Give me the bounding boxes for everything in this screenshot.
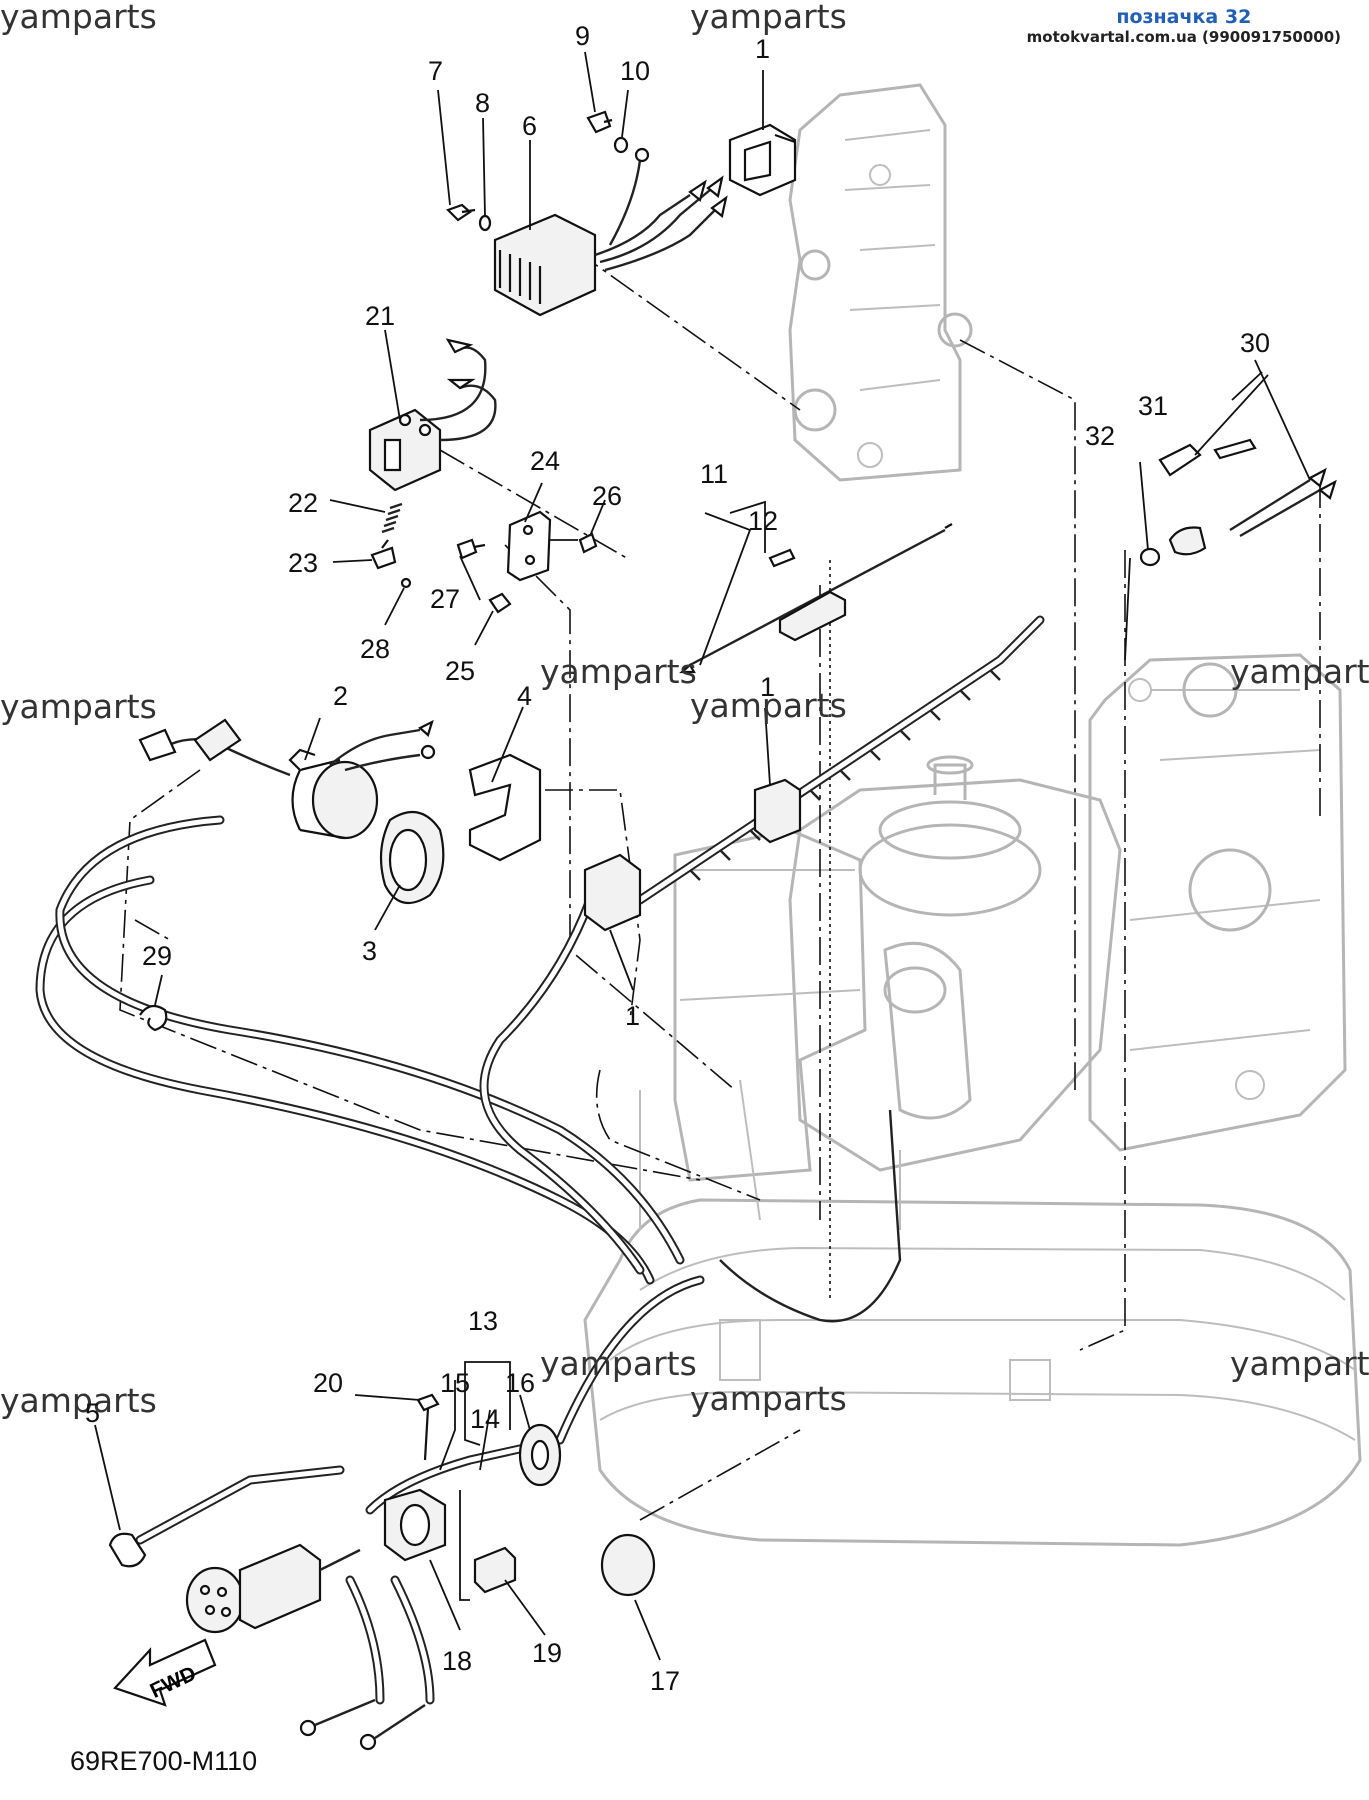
- callout-22: 22: [288, 488, 318, 518]
- watermark-mid-center-2: yamparts: [690, 686, 847, 725]
- site-label: позначка 32 motokvartal.com.ua (99009175…: [1027, 6, 1341, 46]
- part-17-plug: [600, 1533, 656, 1597]
- part-20-screw: [416, 1393, 440, 1461]
- callout-14: 14: [470, 1404, 500, 1434]
- part-18-clamp: [383, 1488, 447, 1562]
- callout-25: 25: [445, 656, 475, 686]
- callout-1-lower: 1: [625, 1001, 640, 1031]
- part-23-fitting: [370, 539, 397, 570]
- part-25-grommet: [488, 592, 512, 614]
- callout-4: 4: [517, 681, 532, 711]
- callout-30: 30: [1240, 328, 1270, 358]
- engine-ghost-outline: [583, 83, 1362, 1547]
- watermark-mid-center: yamparts: [540, 652, 697, 691]
- callout-27: 27: [430, 584, 460, 614]
- watermark-top-left: yamparts: [0, 0, 157, 36]
- part-29-clip: [139, 1004, 168, 1032]
- callout-5: 5: [85, 1398, 100, 1428]
- watermark-low-center-2: yamparts: [690, 1379, 847, 1418]
- callout-1-top: 1: [755, 34, 770, 64]
- part-32-ring: [1139, 547, 1161, 567]
- callout-20: 20: [313, 1368, 343, 1398]
- wire-harness: [35, 615, 1045, 1705]
- part-4-bracket: [468, 753, 542, 862]
- part-21-relay: [368, 338, 497, 492]
- callout-17: 17: [650, 1666, 680, 1696]
- callout-16: 16: [505, 1368, 535, 1398]
- part-22-spring: [381, 502, 403, 534]
- part-31-clip: [1158, 438, 1257, 477]
- callout-31: 31: [1138, 391, 1168, 421]
- callout-21: 21: [365, 301, 395, 331]
- diagram-code: 69RE700-M110: [70, 1746, 257, 1776]
- callout-12: 12: [748, 506, 778, 536]
- main-connector: [185, 1543, 361, 1634]
- watermark-top-center: yamparts: [690, 0, 847, 36]
- callout-8: 8: [475, 88, 490, 118]
- part-5-lead: [108, 1532, 147, 1568]
- callout-11: 11: [700, 459, 728, 489]
- watermark-low-center: yamparts: [540, 1344, 697, 1383]
- callout-13: 13: [468, 1306, 498, 1336]
- watermark-low-left: yamparts: [0, 1381, 157, 1420]
- part-12-pin: [768, 548, 796, 568]
- callout-18: 18: [442, 1646, 472, 1676]
- part-11-cable: [679, 523, 953, 674]
- part-10-washer: [613, 136, 629, 154]
- part-24-bracket: [506, 510, 578, 582]
- callout-7: 7: [428, 56, 443, 86]
- leader-lines: [94, 51, 1311, 1661]
- callout-6: 6: [522, 111, 537, 141]
- callout-1-middle: 1: [760, 672, 775, 702]
- part-9-bolt: [586, 110, 613, 134]
- watermark-low-right: yamparts: [1230, 1344, 1369, 1383]
- part-1-grommet-lower: [583, 853, 642, 932]
- part-3-cover: [379, 810, 445, 905]
- callout-2: 2: [333, 681, 348, 711]
- part-1-grommet-middle: [753, 778, 802, 844]
- watermark-mid-right: yamparts: [1230, 652, 1369, 691]
- callout-9: 9: [575, 21, 590, 51]
- callout-10: 10: [620, 56, 650, 86]
- callout-numbers: 1 1 1 2 3 4 5 6 7 8 9 10 11 12 13 14 15 …: [85, 21, 1270, 1696]
- part-26-screw: [578, 532, 598, 554]
- callout-19: 19: [532, 1638, 562, 1668]
- part-8-washer: [478, 214, 492, 232]
- callout-28: 28: [360, 634, 390, 664]
- part-2-starter-relay: [138, 718, 436, 840]
- callout-3: 3: [362, 936, 377, 966]
- part-16-grommet: [518, 1423, 562, 1487]
- callout-15: 15: [440, 1368, 470, 1398]
- part-7-screw: [445, 203, 476, 222]
- part-28-nut: [400, 577, 412, 589]
- callout-23: 23: [288, 548, 318, 578]
- part-30-sensor-lead: [1168, 467, 1337, 556]
- callout-26: 26: [592, 481, 622, 511]
- callout-24: 24: [530, 446, 560, 476]
- callout-29: 29: [142, 941, 172, 971]
- battery-terminals: [299, 1698, 426, 1751]
- part-27-screw: [456, 538, 486, 560]
- callout-32: 32: [1085, 421, 1115, 451]
- site-info: motokvartal.com.ua (990091750000): [1026, 28, 1341, 46]
- fwd-arrow: FWD: [113, 1638, 217, 1707]
- part-1-grommet-top: [728, 123, 797, 197]
- watermark-mid-left: yamparts: [0, 687, 157, 726]
- watermarks: yamparts yamparts yamparts yamparts yamp…: [0, 0, 1369, 1420]
- position-label: позначка 32: [1116, 6, 1252, 28]
- part-6-rectifier: [493, 147, 728, 317]
